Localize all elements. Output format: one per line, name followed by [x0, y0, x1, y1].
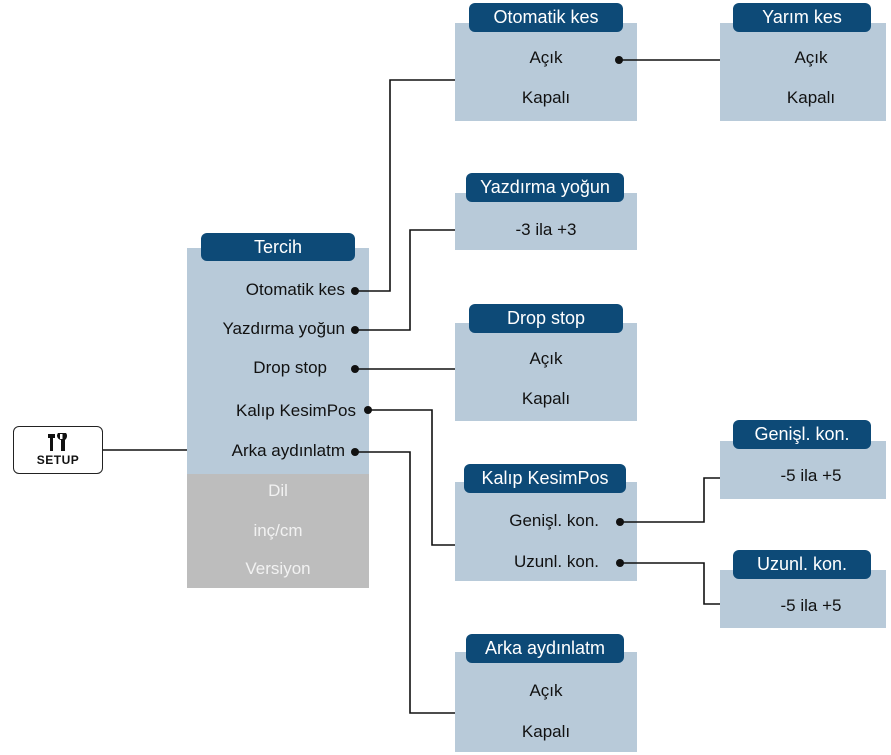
connector-genisl-kon	[620, 477, 720, 523]
tercih-item-arka-aydinlatm[interactable]: Arka aydınlatm	[231, 441, 345, 460]
bullet-uzunl-kon	[616, 559, 624, 567]
tercih-item-kalip-kesimpos[interactable]: Kalıp KesimPos	[236, 401, 356, 420]
genisl-kon-title: Genişl. kon.	[733, 420, 871, 449]
otomatik-kes-title: Otomatik kes	[469, 3, 623, 32]
yarim-kes-panel	[720, 23, 886, 121]
yarim-kes-kapali[interactable]: Kapalı	[786, 88, 836, 107]
genisl-kon-panel	[720, 441, 886, 499]
yazdirma-yogun-range: -3 ila +3	[515, 220, 577, 239]
tercih-item-dil: Dil	[268, 481, 288, 500]
kalip-kesimpos-panel	[455, 482, 637, 581]
bullet-genisl-kon	[616, 518, 624, 526]
bullet-drop-stop	[351, 365, 359, 373]
setup-button[interactable]: SETUP	[13, 426, 103, 474]
yarim-kes-acik[interactable]: Açık	[794, 48, 828, 67]
otomatik-kes-panel	[455, 23, 637, 121]
connector-otomatik-kes	[355, 79, 455, 292]
bullet-acik-yarim-kes	[615, 56, 623, 64]
tercih-disabled-panel	[187, 474, 369, 588]
tercih-item-inc-cm: inç/cm	[253, 521, 303, 540]
arka-aydinlatm-kapali[interactable]: Kapalı	[521, 722, 571, 741]
bullet-otomatik-kes	[351, 287, 359, 295]
arka-aydinlatm-acik[interactable]: Açık	[529, 681, 563, 700]
tercih-title: Tercih	[201, 233, 355, 261]
genisl-kon-range: -5 ila +5	[780, 466, 842, 485]
yazdirma-yogun-panel	[455, 193, 637, 250]
yazdirma-yogun-title: Yazdırma yoğun	[466, 173, 624, 202]
drop-stop-panel	[455, 323, 637, 421]
arka-aydinlatm-title: Arka aydınlatm	[466, 634, 624, 663]
uzunl-kon-range: -5 ila +5	[780, 596, 842, 615]
kalip-kesimpos-uzunl-kon[interactable]: Uzunl. kon.	[513, 552, 599, 571]
drop-stop-kapali[interactable]: Kapalı	[521, 389, 571, 408]
drop-stop-acik[interactable]: Açık	[529, 349, 563, 368]
connector-uzunl-kon	[620, 562, 720, 605]
bullet-yazdirma-yogun	[351, 326, 359, 334]
kalip-kesimpos-genisl-kon[interactable]: Genişl. kon.	[509, 511, 599, 530]
otomatik-kes-kapali[interactable]: Kapalı	[521, 88, 571, 107]
setup-label: SETUP	[36, 453, 80, 467]
connector-kalip-kesimpos	[368, 409, 455, 546]
uzunl-kon-title: Uzunl. kon.	[733, 550, 871, 579]
otomatik-kes-acik[interactable]: Açık	[529, 48, 563, 67]
drop-stop-title: Drop stop	[469, 304, 623, 333]
connector-arka-aydinlatm	[355, 451, 455, 714]
bullet-kalip-kesimpos	[364, 406, 372, 414]
kalip-kesimpos-title: Kalıp KesimPos	[464, 464, 626, 493]
tercih-item-drop-stop[interactable]: Drop stop	[253, 358, 327, 377]
uzunl-kon-panel	[720, 570, 886, 628]
arka-aydinlatm-panel	[455, 652, 637, 752]
connector-yazdirma-yogun	[355, 229, 455, 331]
tercih-item-yazdirma-yogun[interactable]: Yazdırma yoğun	[222, 319, 345, 338]
wrench-screwdriver-icon	[48, 433, 67, 451]
tercih-item-otomatik-kes[interactable]: Otomatik kes	[245, 280, 345, 299]
tercih-panel	[187, 248, 369, 474]
bullet-arka-aydinlatm	[351, 448, 359, 456]
yarim-kes-title: Yarım kes	[733, 3, 871, 32]
tercih-item-versiyon: Versiyon	[245, 559, 311, 578]
